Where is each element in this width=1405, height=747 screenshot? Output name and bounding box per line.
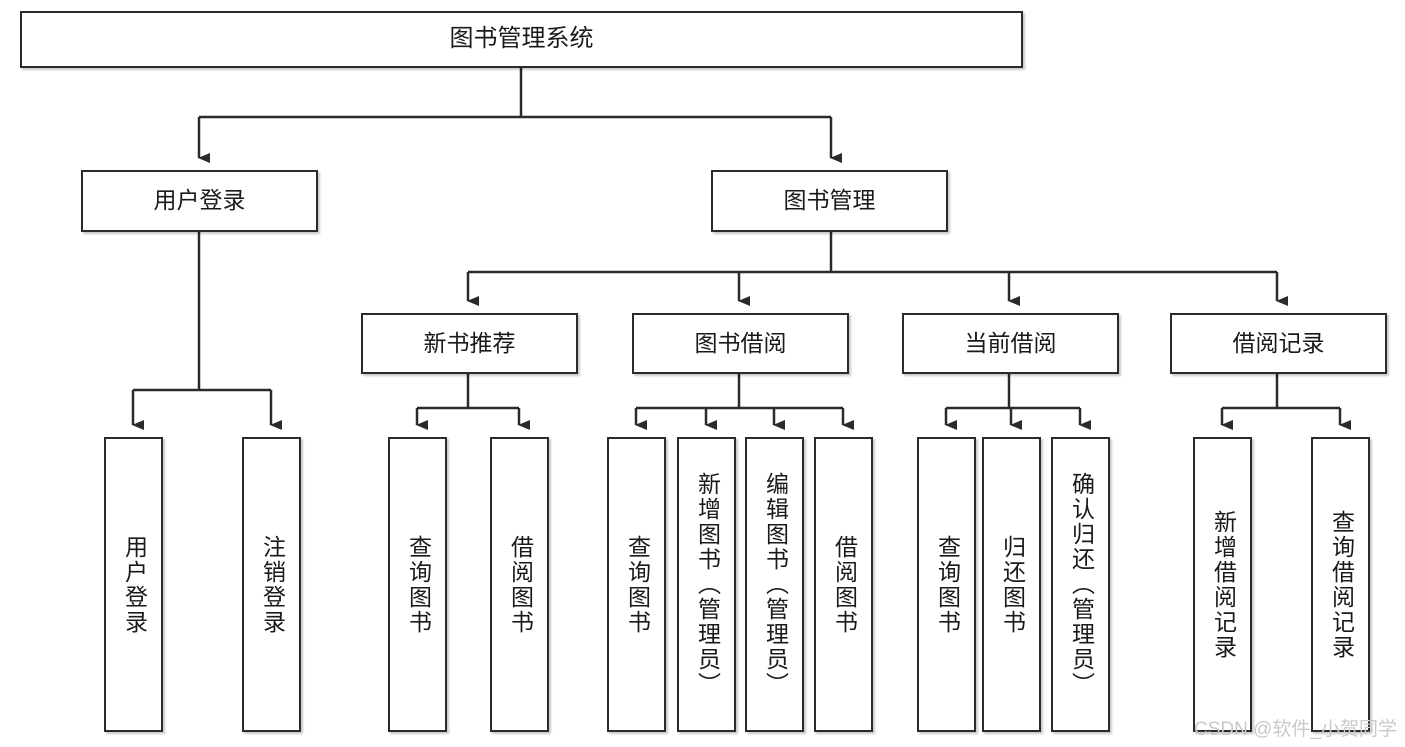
leaf-add-borrow-record[interactable]: 新增借阅记录	[1193, 437, 1252, 732]
leaf-borrow-book-recommend[interactable]: 借阅图书	[490, 437, 549, 732]
node-new-book-recommend[interactable]: 新书推荐	[361, 313, 578, 374]
leaf-edit-book-admin[interactable]: 编辑图书（管理员）	[745, 437, 804, 732]
node-label: 查询图书	[934, 534, 961, 635]
node-label: 归还图书	[999, 534, 1026, 635]
node-label: 新增图书（管理员）	[694, 472, 721, 697]
node-current-borrow[interactable]: 当前借阅	[902, 313, 1119, 374]
node-label: 借阅记录	[1232, 329, 1325, 356]
node-label: 用户登录	[153, 187, 246, 214]
node-label: 查询借阅记录	[1328, 509, 1355, 660]
leaf-query-book-borrow[interactable]: 查询图书	[607, 437, 666, 732]
node-label: 查询图书	[624, 534, 651, 635]
leaf-logout[interactable]: 注销登录	[242, 437, 301, 732]
node-label: 借阅图书	[507, 534, 534, 635]
node-label: 当前借阅	[964, 329, 1057, 356]
node-label: 图书管理	[783, 187, 876, 214]
node-label: 确认归还（管理员）	[1068, 472, 1095, 697]
csdn-watermark: CSDN @软件_小贺同学	[1194, 719, 1397, 740]
leaf-user-login[interactable]: 用户登录	[104, 437, 163, 732]
node-book-borrow[interactable]: 图书借阅	[632, 313, 849, 374]
node-label: 查询图书	[405, 534, 432, 635]
node-label: 图书借阅	[694, 329, 787, 356]
node-label: 编辑图书（管理员）	[762, 472, 789, 697]
leaf-confirm-return-admin[interactable]: 确认归还（管理员）	[1051, 437, 1110, 732]
node-label: 新书推荐	[423, 329, 516, 356]
leaf-return-book[interactable]: 归还图书	[982, 437, 1041, 732]
leaf-borrow-book[interactable]: 借阅图书	[814, 437, 873, 732]
leaf-query-book-current[interactable]: 查询图书	[917, 437, 976, 732]
node-label: 图书管理系统	[449, 25, 594, 53]
leaf-query-borrow-record[interactable]: 查询借阅记录	[1311, 437, 1370, 732]
leaf-add-book-admin[interactable]: 新增图书（管理员）	[677, 437, 736, 732]
node-label: 用户登录	[121, 534, 148, 635]
node-label: 借阅图书	[831, 534, 858, 635]
node-book-management[interactable]: 图书管理	[711, 170, 948, 232]
node-borrow-record[interactable]: 借阅记录	[1170, 313, 1387, 374]
node-label: 注销登录	[259, 534, 286, 635]
node-root-system[interactable]: 图书管理系统	[20, 11, 1023, 68]
node-user-login[interactable]: 用户登录	[81, 170, 318, 232]
leaf-query-book-recommend[interactable]: 查询图书	[388, 437, 447, 732]
node-label: 新增借阅记录	[1210, 509, 1237, 660]
